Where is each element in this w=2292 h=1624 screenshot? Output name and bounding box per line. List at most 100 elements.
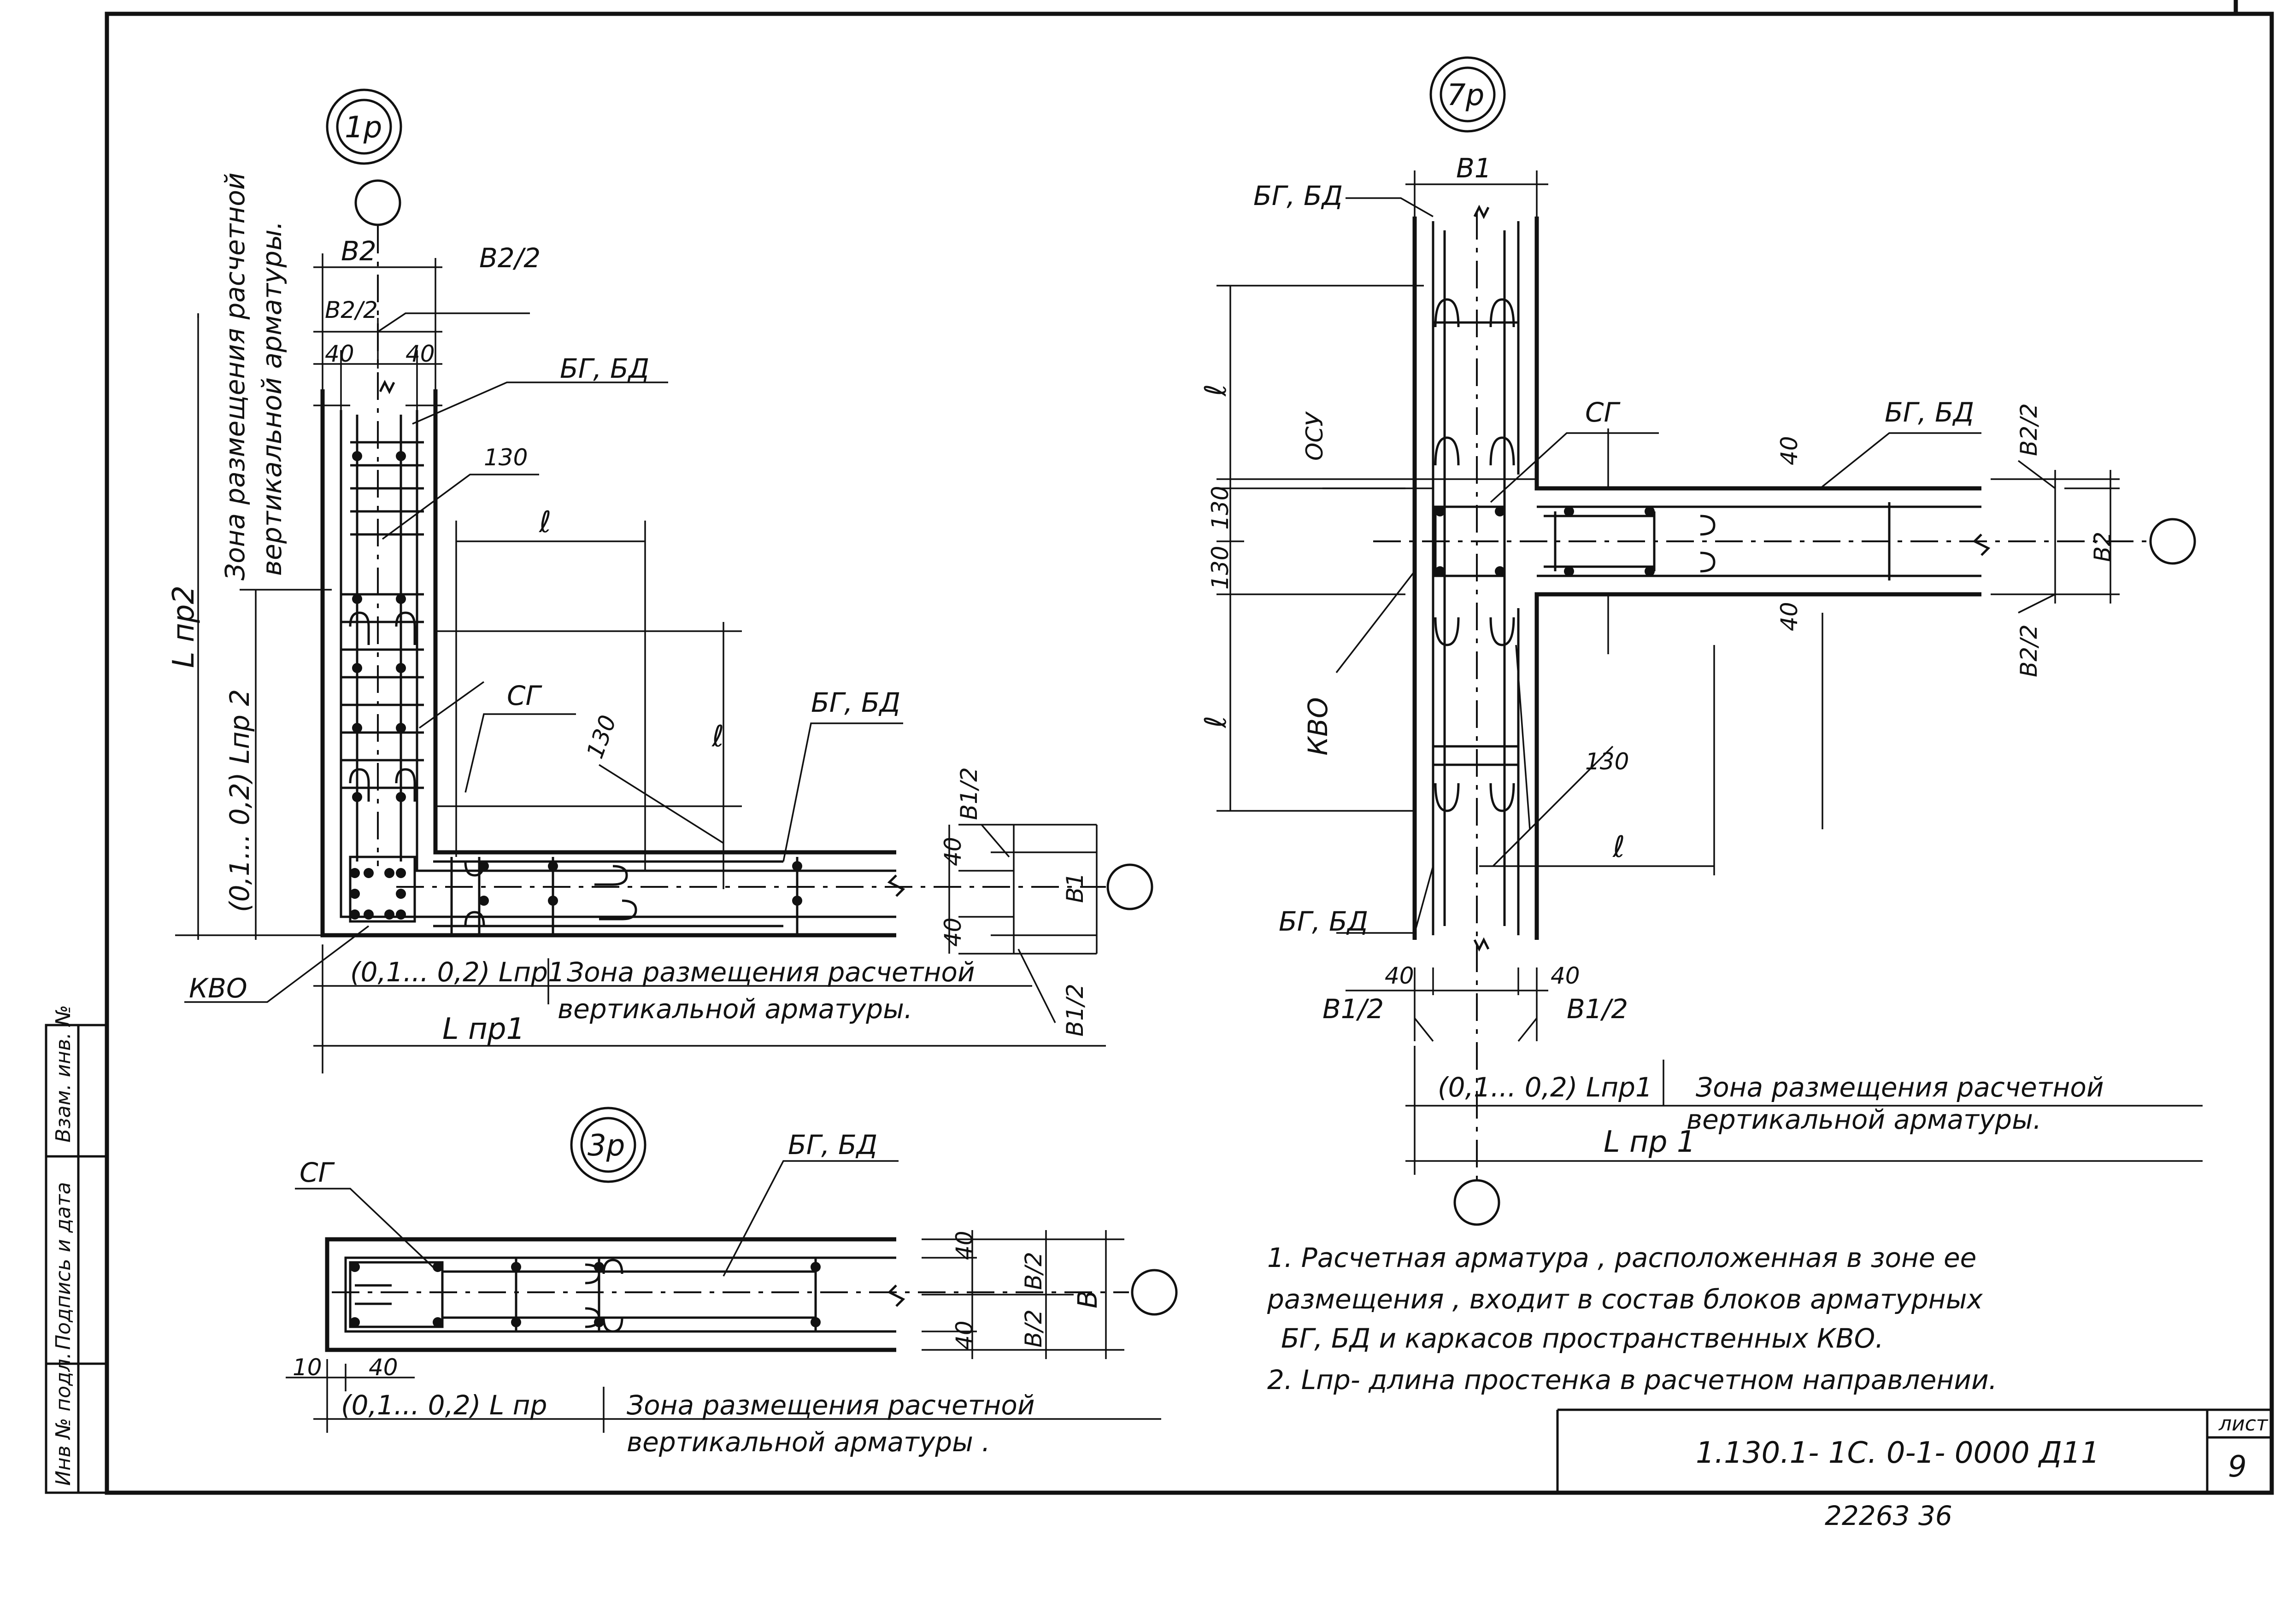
dim-b2-half-right: В2/2: [479, 242, 541, 274]
dim-130-lower: 130: [1207, 546, 1234, 590]
stamp-replaced-inv: Взам. инв. №: [52, 1005, 75, 1143]
straight-cage-ties: [355, 1258, 817, 1331]
dim-ell-bottom: ℓ: [1199, 716, 1233, 728]
label-bg-bd-top: БГ, БД: [560, 353, 649, 384]
dim-ell-h: ℓ: [539, 505, 551, 539]
axis-circle-right: [1131, 1269, 1178, 1316]
label-range: (0,1... 0,2) Lпр1: [1438, 1072, 1652, 1103]
dim-b1: В1: [1062, 873, 1088, 903]
dim-40-lower: 40: [1776, 602, 1803, 631]
dim-40-right: 40: [406, 340, 435, 367]
dim-b2-half-top: В2/2: [2016, 403, 2042, 456]
dimensions-1p: [175, 253, 1106, 1073]
label-sg: СГ: [507, 680, 542, 711]
dim-b2: В2: [341, 235, 376, 267]
label-l-pr1: L пр1: [442, 1012, 525, 1046]
label-l-pr1: L пр 1: [1604, 1125, 1696, 1159]
sheet-frame: [45, 0, 2274, 1495]
view-7p-tee: 7р: [1199, 56, 2203, 1226]
axis-circle-bottom: [1453, 1179, 1500, 1226]
dim-40-left: 40: [1385, 962, 1414, 989]
sheet-number: 9: [2228, 1450, 2247, 1484]
notes-block: 1. Расчетная арматура , расположенная в …: [1267, 1242, 1997, 1395]
label-l-pr2: L пр2: [167, 586, 201, 668]
title-block: 1.130.1- 1С. 0-1- 0000 Д11 лист 9 22263 …: [1556, 1408, 2272, 1531]
label-kvo: КВО: [1302, 697, 1334, 756]
label-range: (0,1... 0,2) L пр: [341, 1389, 547, 1421]
label-zone-2: вертикальной арматуры.: [1687, 1104, 2041, 1135]
dim-b1-top: В1: [1456, 152, 1492, 184]
label-zone-2: вертикальной арматуры.: [558, 993, 912, 1025]
view-marker-circle: [1429, 56, 1506, 133]
label-bg-bd-bottom: БГ, БД: [1279, 906, 1368, 937]
dim-b1-half-left: В1/2: [1322, 993, 1384, 1025]
label-bg-bd-right: БГ, БД: [1885, 397, 1974, 428]
horizontal-cage-ties: [450, 857, 799, 935]
axis-circle-top: [354, 179, 401, 226]
stamp-inv-no: Инв № подл.: [52, 1352, 75, 1486]
dim-40-left: 40: [369, 1354, 398, 1381]
doc-code: 1.130.1- 1С. 0-1- 0000 Д11: [1696, 1436, 2099, 1470]
label-zone-vertical-2: вертикальной арматуры.: [256, 221, 288, 576]
dim-10: 10: [293, 1354, 322, 1381]
stamp-signature-date: Подпись и дата: [52, 1182, 75, 1350]
dim-130-mid: 130: [582, 712, 622, 762]
rebar-dots: [1435, 506, 1655, 576]
dim-b2-half-left: В2/2: [325, 297, 378, 323]
label-sg: СГ: [300, 1157, 335, 1188]
view-marker-label: 1р: [345, 111, 382, 145]
label-bg-bd: БГ, БД: [788, 1129, 877, 1161]
label-zone-2: вертикальной арматуры .: [627, 1426, 990, 1458]
label-zone-1: Зона размещения расчетной: [567, 956, 975, 988]
dim-ell-h: ℓ: [1612, 830, 1625, 864]
dimensions-3p: [286, 1160, 1161, 1433]
label-osu: ОСУ: [1301, 411, 1328, 461]
axis-circle-right: [2149, 518, 2196, 565]
note-line-1: 1. Расчетная арматура , расположенная в …: [1267, 1242, 1976, 1273]
dim-40-a: 40: [940, 837, 966, 866]
dim-40-top: 40: [951, 1231, 978, 1260]
dim-40-b: 40: [940, 917, 966, 947]
view-1p-corner: 1р: [167, 88, 1153, 1073]
vertical-cage-ties: [341, 441, 424, 789]
dim-b-half-bottom: В/2: [1020, 1309, 1047, 1348]
dim-b1-half-bottom: В1/2: [1062, 984, 1088, 1037]
dim-40-left: 40: [325, 340, 354, 367]
dim-b2-half-bottom: В2/2: [2016, 624, 2042, 677]
view-marker-label: 7р: [1447, 78, 1484, 112]
dim-b1-half-top: В1/2: [956, 767, 982, 820]
view-marker-circle: [326, 88, 402, 165]
dim-b1-half-right: В1/2: [1567, 993, 1628, 1025]
note-line-3: БГ, БД и каркасов пространственных КВО.: [1281, 1323, 1884, 1354]
dim-40-right: 40: [1551, 962, 1580, 989]
label-kvo: КВО: [189, 973, 247, 1004]
label-zone-1: Зона размещения расчетной: [1696, 1072, 2104, 1103]
label-bg-bd-horizontal: БГ, БД: [811, 687, 900, 718]
dim-b2: В2: [2089, 532, 2116, 562]
dimensions-7p: [1217, 170, 2203, 1175]
side-stamp: Взам. инв. № Подпись и дата Инв № подл.: [52, 1005, 75, 1486]
rebar-dots: [350, 451, 802, 920]
sheet-label: лист: [2218, 1412, 2268, 1436]
axis-circle-right: [1106, 863, 1153, 910]
label-sg: СГ: [1585, 397, 1621, 428]
dim-b: В: [1072, 1290, 1103, 1308]
dim-130-diag: 130: [1585, 748, 1629, 775]
note-line-4: 2. Lпр- длина простенка в расчетном напр…: [1267, 1364, 1997, 1395]
label-range-lpr1: (0,1... 0,2) Lпр1: [350, 956, 565, 988]
note-line-2: размещения , входит в состав блоков арма…: [1267, 1284, 1983, 1315]
view-3p-straight: 3р: [286, 1107, 1178, 1458]
dim-ell-top: ℓ: [1199, 384, 1233, 397]
dim-b-half-top: В/2: [1020, 1252, 1047, 1290]
view-marker-circle: [570, 1107, 646, 1183]
label-bg-bd-top: БГ, БД: [1253, 180, 1343, 211]
dim-40-upper: 40: [1776, 436, 1803, 465]
dim-130-top: 130: [484, 444, 528, 471]
view-marker-label: 3р: [588, 1129, 625, 1163]
dim-130-upper: 130: [1207, 486, 1234, 530]
label-zone-vertical-1: Зона размещения расчетной: [219, 172, 251, 580]
bottom-code: 22263 36: [1825, 1500, 1952, 1531]
dim-ell-v: ℓ: [711, 720, 724, 754]
label-range-lpr2: (0,1... 0,2) Lпр 2: [224, 689, 255, 912]
